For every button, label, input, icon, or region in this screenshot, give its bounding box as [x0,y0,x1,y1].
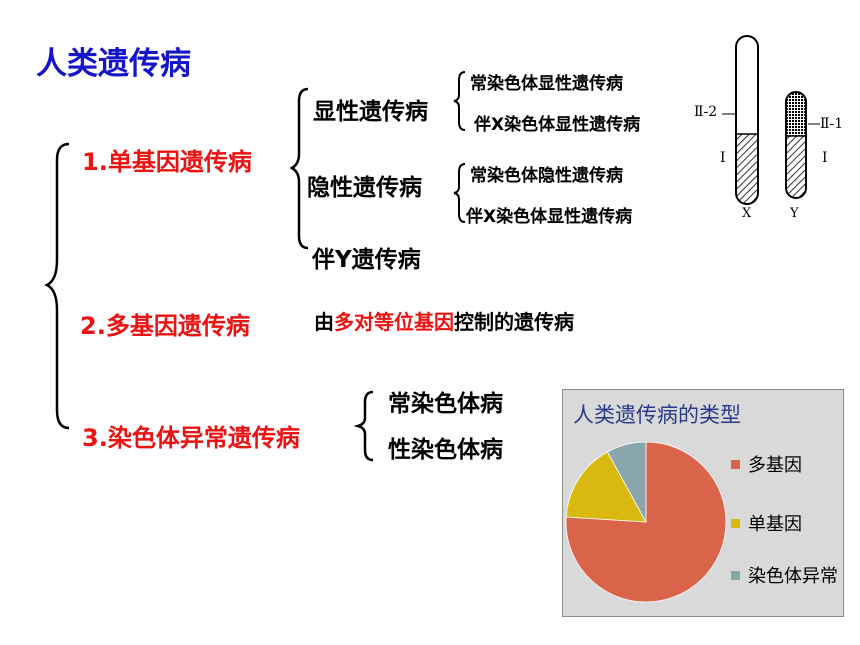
description-prefix: 由 [314,310,334,334]
category-chromosome: 3.染色体异常遗传病 [82,424,300,452]
description-suffix: 控制的遗传病 [454,310,574,334]
chromosome-item-sex: 性染色体病 [388,437,503,463]
legend-label-2: 染色体异常 [748,566,838,587]
chromosome-item-autosomal: 常染色体病 [388,391,503,417]
label-region-II-2: Ⅱ-2 [694,104,717,120]
pie-slice-chromosome [606,441,647,523]
description-highlight: 多对等位基因 [334,310,454,334]
legend-swatch-1 [731,518,740,528]
label-region-II-1: Ⅱ-1 [820,116,843,132]
xy-chromosome-figure: Ⅱ-2 Ⅰ Ⅱ-1 Ⅰ X Y [694,35,843,221]
dominant-item-x-linked: 伴X染色体显性遗传病 [474,115,641,135]
legend-label-1: 单基因 [748,514,802,535]
pie-slice-single-gene [565,451,647,523]
dominant-item-autosomal: 常染色体显性遗传病 [470,74,623,94]
multi-gene-description: 由多对等位基因控制的遗传病 [314,306,574,335]
label-region-I-left: Ⅰ [720,150,726,166]
label-y: Y [789,206,799,221]
y-linked-label: 伴Y遗传病 [312,247,421,273]
legend-item-single-gene: 单基因 [731,510,802,536]
dominant-brace [453,71,466,131]
recessive-brace [453,163,466,223]
label-region-I-right: Ⅰ [822,150,828,166]
category-multi-gene: 2.多基因遗传病 [80,312,250,340]
x-homologous-region [736,134,758,204]
main-brace [44,142,70,430]
dominant-label: 显性遗传病 [313,99,428,125]
label-x: X [742,206,752,221]
legend-item-multi-gene: 多基因 [731,451,802,477]
chromosome-brace [353,390,374,462]
legend-swatch-2 [731,570,740,580]
single-gene-brace [289,87,309,250]
pie-chart [565,441,727,603]
category-single-gene: 1.单基因遗传病 [82,148,252,176]
chart-title: 人类遗传病的类型 [573,403,741,427]
page-title: 人类遗传病 [36,46,191,82]
y-specific-region [786,92,806,136]
chart-panel: 人类遗传病的类型 多基因 单基因 染色体异常 [562,389,844,617]
legend-item-chromosome: 染色体异常 [731,564,839,589]
legend-label-0: 多基因 [748,455,802,476]
recessive-item-autosomal: 常染色体隐性遗传病 [470,166,623,186]
recessive-label: 隐性遗传病 [307,175,422,201]
recessive-item-x-linked: 伴X染色体显性遗传病 [466,207,633,227]
legend-swatch-0 [731,459,740,469]
